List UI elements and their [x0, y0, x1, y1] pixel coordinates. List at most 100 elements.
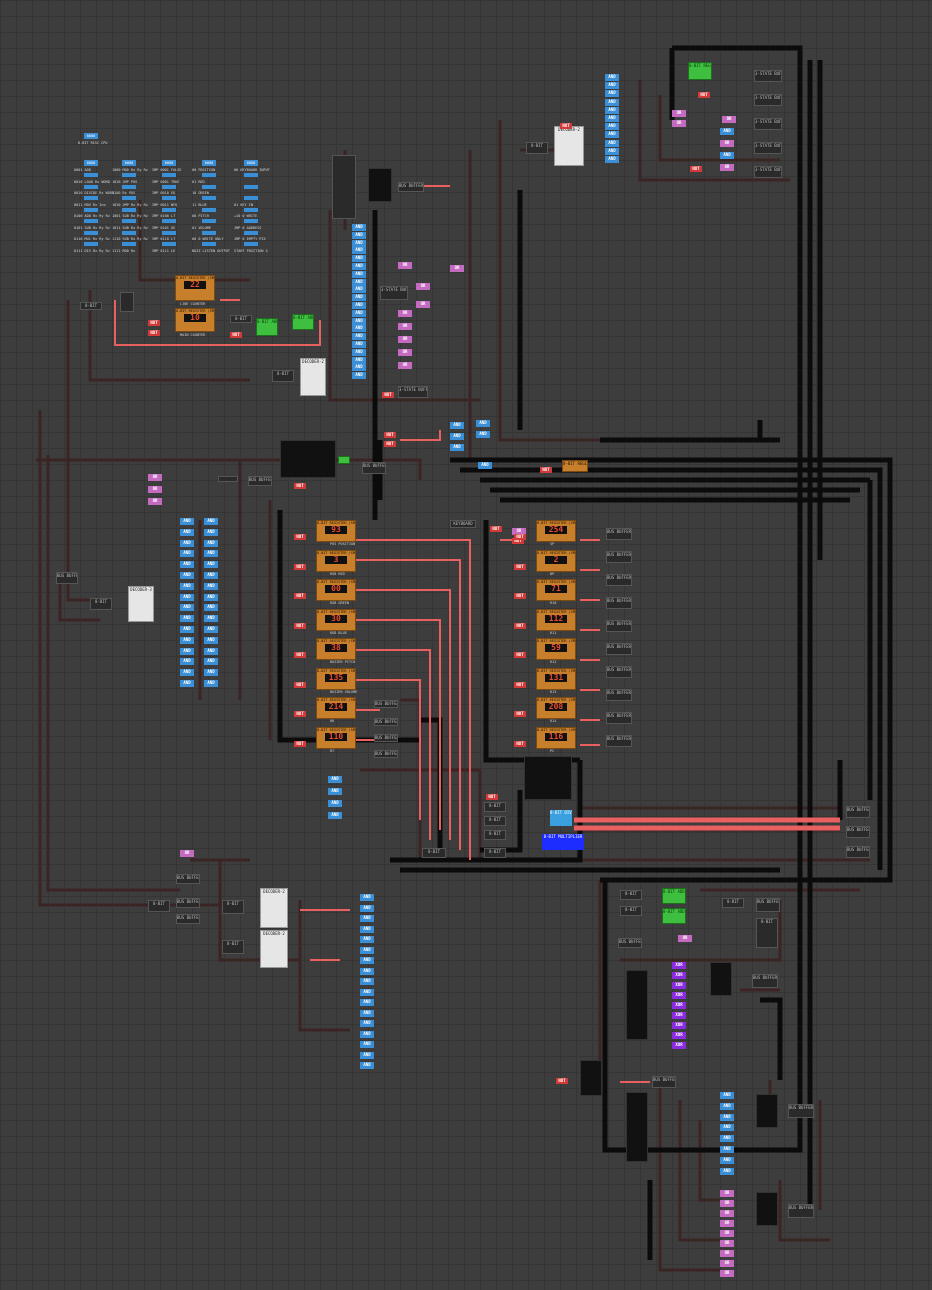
or-gate[interactable]: OR	[398, 262, 412, 269]
and-gate[interactable]: AND	[204, 582, 218, 590]
bus-buffer[interactable]: BUS BUFFER-8	[362, 462, 386, 474]
or-gate[interactable]: OR	[720, 1240, 734, 1247]
input-8bit[interactable]: 8-BIT	[484, 802, 506, 812]
or-gate[interactable]: OR	[416, 283, 430, 290]
bus-buffer[interactable]: BUS BUFFER-8	[756, 898, 780, 912]
and-gate[interactable]: AND	[180, 669, 194, 677]
register-8bit-small[interactable]: 8-BIT REGISTER (SMALL)135	[316, 667, 356, 690]
input-8bit[interactable]: 8-BIT	[148, 900, 170, 912]
and-gate[interactable]: AND	[720, 1092, 734, 1099]
bus-buffer[interactable]: BUS BUFFER-8	[606, 620, 632, 632]
bus-buffer[interactable]: BUS BUFFER-8	[374, 700, 398, 708]
and-gate[interactable]: AND	[204, 604, 218, 612]
bus-buffer[interactable]: BUS BUFFER-8	[248, 476, 272, 486]
not-gate[interactable]: NOT	[490, 526, 502, 532]
splitter-8bit[interactable]	[710, 962, 732, 996]
three-state-buffer[interactable]: 3-STATE BUFFER	[754, 142, 782, 154]
decoder-2-bottom[interactable]: DECODER-2	[260, 888, 288, 928]
and-gate[interactable]: AND	[360, 894, 374, 901]
or-gate[interactable]: OR	[720, 140, 734, 147]
not-gate[interactable]: NOT	[294, 681, 306, 688]
output-8bit[interactable]: 8-BIT	[230, 315, 252, 323]
or-gate[interactable]: OR	[720, 1260, 734, 1267]
or-gate[interactable]: OR	[180, 850, 194, 857]
xor-gate[interactable]: XOR	[672, 1042, 686, 1049]
and-gate[interactable]: AND	[720, 128, 734, 135]
and-gate[interactable]: AND	[352, 341, 366, 348]
and-gate[interactable]: AND	[476, 420, 490, 427]
and-gate[interactable]: AND	[720, 1156, 734, 1164]
and-gate[interactable]: AND	[204, 626, 218, 633]
and-gate[interactable]: AND	[180, 572, 194, 579]
adder-1bit[interactable]: 8-BIT ADDER	[256, 318, 278, 336]
and-gate[interactable]: AND	[478, 462, 492, 469]
input-8bit[interactable]: 8-BIT	[484, 816, 506, 826]
and-gate[interactable]: AND	[204, 615, 218, 623]
or-gate[interactable]: OR	[720, 1230, 734, 1237]
bus-buffer[interactable]: BUS BUFFER-8	[374, 734, 398, 742]
not-gate[interactable]: NOT	[514, 652, 526, 658]
xor-gate[interactable]: XOR	[672, 992, 686, 999]
adder-1bit-2[interactable]: 8-BIT ADDER	[292, 314, 314, 330]
and-gate[interactable]: AND	[204, 572, 218, 579]
or-gate[interactable]: OR	[722, 116, 736, 123]
and-gate[interactable]: AND	[360, 978, 374, 985]
and-gate[interactable]: AND	[360, 946, 374, 954]
bus-buffer[interactable]: BUS BUFFER-8	[606, 643, 632, 655]
and-gate[interactable]: AND	[180, 680, 194, 687]
switch-block[interactable]	[120, 292, 134, 312]
bus-buffer[interactable]: BUS BUFFER-8	[606, 735, 632, 747]
and-gate[interactable]: AND	[605, 74, 619, 81]
input-8bit[interactable]: 8-BIT	[222, 900, 244, 914]
and-gate[interactable]: AND	[360, 988, 374, 996]
bus-buffer[interactable]: BUS BUFFER-8	[752, 974, 778, 988]
input-8bit[interactable]: 8-BIT	[422, 848, 446, 858]
register-8bit-small[interactable]: 8-BIT REGISTER (SMALL)3	[316, 549, 356, 572]
not-gate[interactable]: NOT	[486, 794, 498, 800]
and-gate[interactable]: AND	[204, 680, 218, 687]
and-gate[interactable]: AND	[352, 348, 366, 356]
bus-buffer[interactable]: BUS BUFFER-8	[652, 1076, 676, 1088]
three-state-buffer[interactable]: 3-STATE BUFFER	[754, 118, 782, 130]
not-gate[interactable]: NOT	[540, 467, 552, 473]
register-8bit-small[interactable]: 8-BIT REGISTER (SMALL)93	[316, 520, 356, 542]
or-gate[interactable]: OR	[720, 1190, 734, 1197]
not-gate[interactable]: NOT	[382, 392, 394, 398]
and-gate[interactable]: AND	[720, 1146, 734, 1153]
and-gate[interactable]: AND	[204, 550, 218, 558]
and-gate[interactable]: AND	[605, 106, 619, 114]
bus-buffer[interactable]: BUS BUFFER-8	[788, 1104, 814, 1118]
selector-1bit[interactable]	[756, 1094, 778, 1128]
three-state-buffer[interactable]: 3-STATE BUFFER	[754, 166, 782, 178]
and-gate[interactable]: AND	[360, 967, 374, 975]
and-gate[interactable]: AND	[352, 372, 366, 380]
three-state-buffer[interactable]: 3-STATE BUFFER	[380, 286, 408, 300]
or-gate[interactable]: OR	[416, 301, 430, 308]
register-8bit-small[interactable]: 8-BIT REGISTER (SMALL)2	[536, 549, 576, 572]
and-gate[interactable]: AND	[204, 593, 218, 601]
and-gate[interactable]: AND	[180, 550, 194, 558]
and-gate[interactable]: AND	[180, 561, 194, 569]
or-gate[interactable]: OR	[398, 323, 412, 330]
pin-bank[interactable]	[332, 155, 356, 219]
and-gate[interactable]: AND	[204, 518, 218, 525]
not-gate[interactable]: NOT	[294, 593, 306, 599]
or-gate[interactable]: OR	[672, 120, 686, 127]
and-gate[interactable]: AND	[720, 1113, 734, 1121]
not-gate[interactable]: NOT	[514, 740, 526, 747]
bus-buffer[interactable]: BUS BUFFER-8	[374, 718, 398, 726]
not-gate[interactable]: NOT	[230, 332, 242, 338]
not-gate[interactable]: NOT	[294, 563, 306, 570]
input-8bit[interactable]: 8-BIT	[620, 890, 642, 900]
and-gate[interactable]: AND	[605, 115, 619, 122]
selector-8bit[interactable]: 8-BIT	[756, 918, 778, 948]
adder-8bit-right[interactable]: 8-BIT ADDER	[662, 888, 686, 904]
not-gate[interactable]: NOT	[148, 320, 160, 326]
and-gate[interactable]: AND	[352, 247, 366, 255]
bus-buffer[interactable]: BUS BUFFER-8	[606, 551, 632, 563]
and-gate[interactable]: AND	[360, 1020, 374, 1027]
and-gate[interactable]: AND	[605, 98, 619, 106]
and-gate[interactable]: AND	[180, 518, 194, 525]
and-gate[interactable]: AND	[360, 1030, 374, 1038]
and-gate[interactable]: AND	[180, 604, 194, 612]
